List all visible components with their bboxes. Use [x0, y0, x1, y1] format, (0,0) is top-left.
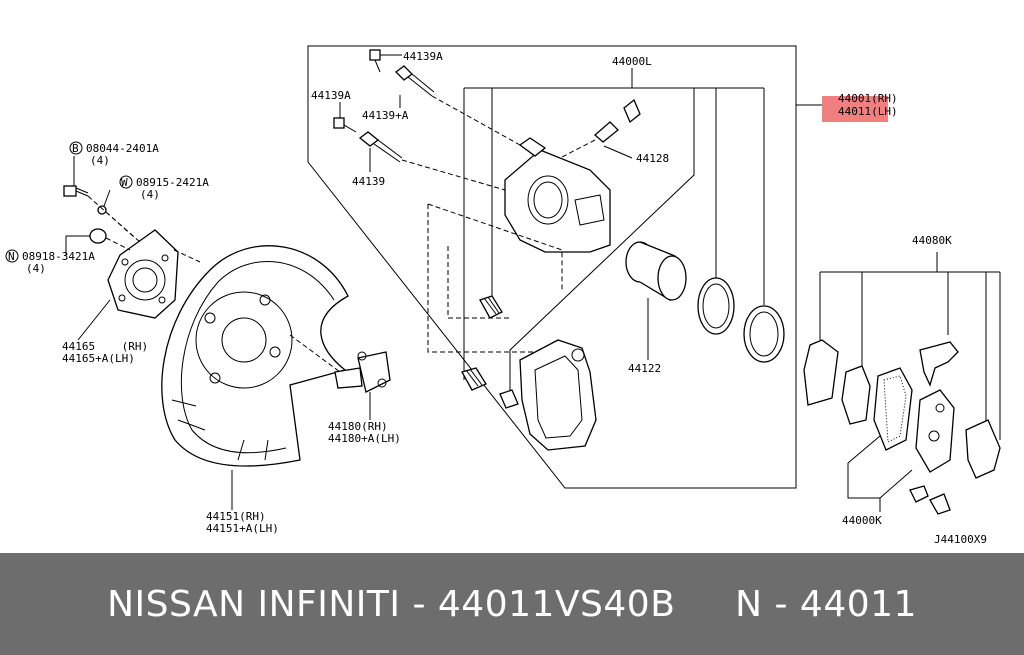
mounting-bolt: [334, 351, 391, 393]
leader-44165: [77, 299, 111, 341]
highlight-44011: [822, 96, 888, 122]
dust-seal: [743, 305, 785, 363]
piston-seal: [697, 277, 735, 335]
diagram-code: J44100X9: [934, 533, 987, 546]
boot-lower-right: [499, 389, 519, 409]
label-08044: 08044-2401A: [86, 142, 159, 155]
label-44080k: 44080K: [912, 234, 952, 247]
pad-hardware: [909, 485, 951, 515]
label-44180-rh: 44180(RH): [328, 420, 388, 433]
label-44000l: 44000L: [612, 55, 652, 68]
boot-lower-left: [461, 367, 487, 391]
pin-44139: [358, 131, 403, 163]
part-number-title: NISSAN INFINITI - 44011VS40B N - 44011: [107, 583, 917, 625]
label-44165-a: 44165+A(LH): [62, 352, 135, 365]
marker-w: [119, 175, 133, 189]
hub-adapter: [107, 229, 179, 319]
label-08044-qty: (4): [90, 154, 110, 167]
pin-44139-plus-a: [395, 65, 435, 97]
caliper-bracket: [519, 339, 597, 451]
bleeder-screw: [594, 98, 641, 143]
label-44139a-left: 44139A: [311, 89, 351, 102]
label-44151-lh: 44151+A(LH): [206, 522, 279, 535]
pad-shim-inner: [841, 365, 871, 425]
label-44128: 44128: [636, 152, 669, 165]
label-44011-lh: 44011(LH): [838, 105, 898, 118]
caliper-body: [504, 137, 611, 253]
parts-diagram: B W N 44139A 44139A 44139+A 44139 44000L…: [5, 45, 1001, 546]
label-44165: 44165 (RH): [62, 340, 148, 353]
dust-shield: [161, 245, 349, 467]
bracket-44080k: [819, 252, 1001, 440]
boot-upper: [479, 295, 503, 319]
marker-n: [5, 249, 19, 263]
label-44139-plus-a: 44139+A: [362, 109, 409, 122]
bracket-44000k: [847, 435, 913, 512]
label-44139a-top: 44139A: [403, 50, 443, 63]
nut-08918: [89, 228, 107, 244]
label-44180-lh: 44180+A(LH): [328, 432, 401, 445]
label-44139: 44139: [352, 175, 385, 188]
marker-b-text: B: [72, 142, 79, 155]
bolt-44139a-left: [333, 117, 357, 133]
label-44151-rh: 44151(RH): [206, 510, 266, 523]
assembly-outline: [307, 45, 797, 489]
label-08915: 08915-2421A: [136, 176, 209, 189]
label-08918-qty: (4): [26, 262, 46, 275]
label-44122: 44122: [628, 362, 661, 375]
piston: [625, 241, 687, 302]
brake-pad-outer: [873, 367, 913, 451]
marker-n-text: N: [8, 250, 15, 263]
label-44000k: 44000K: [842, 514, 882, 527]
marker-b: [69, 141, 83, 155]
bracket-44000l: [463, 68, 765, 395]
label-08918: 08918-3421A: [22, 250, 95, 263]
pad-clip: [919, 341, 959, 387]
label-08915-qty: (4): [140, 188, 160, 201]
brake-pad-inner: [915, 389, 955, 473]
footer-banner: NISSAN INFINITI - 44011VS40B N - 44011: [0, 553, 1024, 655]
marker-w-text: W: [121, 176, 128, 189]
bolt-08044: [63, 185, 89, 197]
pad-shim-back: [965, 419, 1001, 479]
label-44001-rh: 44001(RH): [838, 92, 898, 105]
pad-shim-outer: [803, 339, 839, 406]
bolt-44139a-top: [369, 49, 381, 73]
washer-08915: [97, 205, 107, 215]
